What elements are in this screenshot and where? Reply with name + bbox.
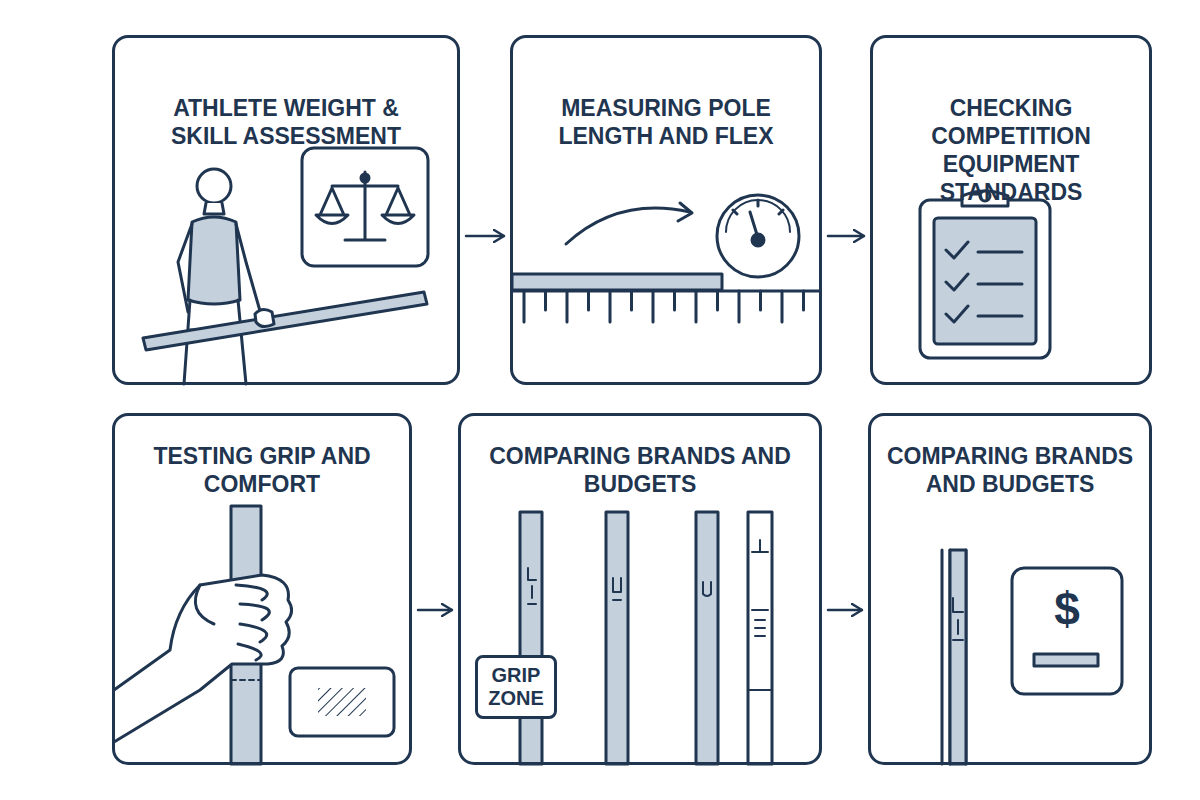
price-icon <box>1012 568 1122 694</box>
brand-poles <box>520 512 772 764</box>
grip-zone-tag: GRIP ZONE <box>475 655 557 719</box>
budget-panel: COMPARING BRANDS AND BUDGETS <box>868 413 1152 765</box>
flex-arc <box>566 203 692 244</box>
flex-gauge <box>717 195 799 277</box>
ruler-tick <box>587 291 590 310</box>
panel-heading: COMPARING BRANDS AND BUDGETS <box>481 442 799 498</box>
ruler-tick <box>781 291 784 322</box>
texture-swatch <box>290 668 394 736</box>
assessment-panel: ATHLETE WEIGHT & SKILL ASSESSMENT <box>112 35 460 385</box>
panel-heading: MEASURING POLE LENGTH AND FLEX <box>547 94 785 150</box>
panel-heading: ATHLETE WEIGHT & SKILL ASSESSMENT <box>143 94 429 150</box>
ruler-tick <box>523 291 526 322</box>
standards-panel: CHECKING COMPETITION EQUIPMENT STANDARDS <box>870 35 1152 385</box>
ruler-tick <box>630 291 633 310</box>
ruler-tick <box>716 291 719 310</box>
ruler-tick <box>802 291 805 310</box>
panel-heading: COMPARING BRANDS AND BUDGETS <box>885 442 1135 498</box>
ruler-tick <box>673 291 676 310</box>
flow-arrow <box>828 609 862 612</box>
gripping-hand <box>114 575 292 742</box>
grip-panel: TESTING GRIP AND COMFORT <box>112 413 412 765</box>
flow-arrow <box>828 235 864 238</box>
clipboard-checklist <box>920 191 1050 358</box>
ruler-tick <box>759 291 762 310</box>
scale-icon <box>302 148 428 266</box>
budget-pole <box>942 550 966 764</box>
comparison-panel: COMPARING BRANDS AND BUDGETS GRIP ZONE <box>458 413 822 765</box>
flow-arrow <box>466 235 504 238</box>
ruler-tick <box>738 291 741 322</box>
panel-heading: CHECKING COMPETITION EQUIPMENT STANDARDS <box>893 94 1129 206</box>
dollar-sign: $ <box>1037 586 1097 632</box>
ruler-tick <box>695 291 698 322</box>
flow-arrow <box>418 609 452 612</box>
ruler-tick <box>566 291 569 322</box>
ruler-tick <box>652 291 655 322</box>
measuring-ruler <box>512 274 820 322</box>
athlete-figure <box>178 169 262 384</box>
ruler-tick <box>544 291 547 310</box>
measurement-panel: MEASURING POLE LENGTH AND FLEX <box>510 35 822 385</box>
vaulting-pole <box>143 292 427 350</box>
ruler-tick <box>609 291 612 322</box>
panel-heading: TESTING GRIP AND COMFORT <box>135 442 389 498</box>
tag-text: GRIP ZONE <box>484 664 548 710</box>
